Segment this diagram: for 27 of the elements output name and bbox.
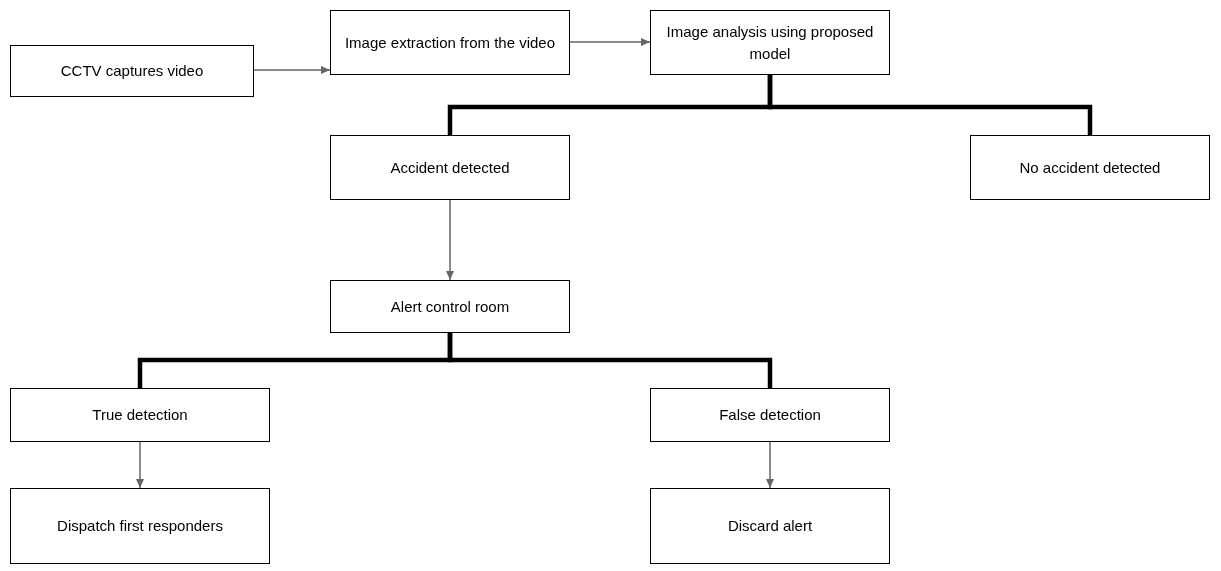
box-label: Alert control room — [390, 296, 510, 317]
connector-line — [136, 441, 144, 489]
connector-line — [767, 75, 1093, 135]
connector-line — [253, 66, 331, 74]
box-label: Dispatch first responders — [57, 516, 223, 536]
box-label: Accident detected — [390, 157, 510, 178]
process-box — [330, 10, 570, 75]
box-label: Discard alert — [727, 516, 813, 536]
process-box — [650, 488, 890, 564]
process-box — [10, 388, 270, 442]
box-label: False detection — [719, 405, 821, 425]
process-box — [970, 135, 1210, 200]
process-box — [330, 135, 570, 200]
box-label: Image analysis using proposed model — [665, 21, 875, 64]
connector-line — [446, 199, 454, 281]
process-box — [330, 280, 570, 333]
box-label: Image extraction from the video — [344, 32, 556, 53]
box-label: No accident detected — [1019, 157, 1161, 178]
process-box — [10, 488, 270, 564]
box-label: CCTV captures video — [60, 61, 204, 81]
connector-line — [447, 333, 773, 388]
process-box — [10, 45, 254, 97]
process-box — [650, 388, 890, 442]
connector-line — [569, 38, 651, 46]
box-label: True detection — [92, 405, 188, 425]
connector-line — [766, 441, 774, 489]
process-box — [650, 10, 890, 75]
